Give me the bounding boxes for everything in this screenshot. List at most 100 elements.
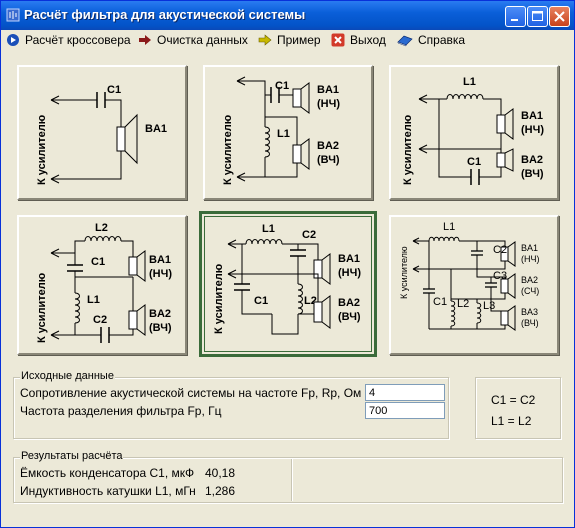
menu-help-label: Справка — [418, 32, 466, 47]
l1-label: L1 — [87, 294, 100, 306]
l1-label: L1 — [443, 221, 455, 233]
menu-example-label: Пример — [277, 32, 321, 47]
inductance-label: Индуктивность катушки L1, мГн — [20, 484, 196, 498]
resistance-input[interactable] — [365, 384, 445, 401]
ba1-label: BA1 — [145, 123, 167, 135]
minimize-icon — [511, 19, 518, 21]
c1-label: C1 — [433, 296, 447, 308]
inductance-value: 1,286 — [205, 484, 236, 498]
capacitance-label: Ёмкость конденсатора C1, мкФ — [20, 466, 195, 480]
menu-clear[interactable]: Очистка данных — [138, 31, 248, 48]
input-group: Исходные данные — [13, 370, 449, 439]
resistance-label: Сопротивление акустической системы на ча… — [20, 386, 362, 400]
schematic-drawing: К усилителю C1 BA1 (НЧ) L1 BA2 (ВЧ) — [222, 76, 340, 185]
l1-label: L1 — [262, 223, 275, 235]
amplifier-label: К усилителю — [402, 115, 414, 185]
maximize-button[interactable] — [527, 6, 548, 27]
schematic-drawing: К усилителю L1 BA1 (НЧ) C2 C3 — [399, 221, 540, 331]
help-book-icon — [397, 35, 413, 46]
results-group: Результаты расчёта — [13, 450, 563, 503]
l1-label: L1 — [463, 76, 476, 88]
capacitance-value: 40,18 — [205, 466, 236, 480]
ba1-sub-label: (НЧ) — [338, 267, 361, 279]
c2-label: C2 — [302, 229, 316, 241]
ba1-label: BA1 — [317, 84, 339, 96]
ba2-label: BA2 — [521, 275, 538, 285]
frequency-label: Частота разделения фильтра Fp, Гц — [20, 404, 222, 418]
schematic-three-way[interactable]: К усилителю L1 BA1 (НЧ) C2 C3 — [389, 215, 559, 355]
title-bar[interactable]: Расчёт фильтра для акустической системы — [1, 1, 574, 30]
schematic-first-order-two-way[interactable]: К усилителю C1 BA1 (НЧ) L1 BA2 (ВЧ) — [203, 65, 373, 200]
ba1-sub-label: (НЧ) — [521, 124, 544, 136]
c1-label: C1 — [275, 80, 289, 92]
schematic-second-stage-two-way[interactable]: К усилителю L1 BA1 (НЧ) C1 BA2 (ВЧ) — [389, 65, 559, 200]
ba1-label: BA1 — [338, 253, 360, 265]
ba2-sub-label: (ВЧ) — [521, 168, 544, 180]
minimize-button[interactable] — [505, 6, 526, 27]
l2-label: L2 — [457, 298, 469, 310]
equality-box — [475, 377, 561, 439]
input-group-title: Исходные данные — [20, 370, 115, 382]
inductor-equality: L1 = L2 — [491, 414, 532, 428]
menu-help[interactable]: Справка — [397, 31, 465, 48]
schematic-second-order-two-way[interactable]: К усилителю L2 C1 BA1 (НЧ) L1 C2 — [17, 215, 187, 355]
schematic-drawing: К усилителю L2 C1 BA1 (НЧ) L1 C2 — [36, 222, 172, 343]
ba2-label: BA2 — [149, 308, 171, 320]
ba3-label: BA3 — [521, 307, 538, 317]
menu-example[interactable]: Пример — [258, 31, 321, 48]
ba2-sub-label: (СЧ) — [521, 286, 539, 296]
c2-label: C2 — [93, 314, 107, 326]
ba3-sub-label: (ВЧ) — [521, 318, 539, 328]
c1-label: C1 — [254, 295, 268, 307]
amplifier-label: К усилителю — [222, 115, 234, 185]
menu-bar: Расчёт кроссовера Очистка данных Пример … — [1, 30, 574, 49]
menu-calculate-label: Расчёт кроссовера — [25, 32, 131, 47]
maximize-icon — [532, 11, 543, 21]
ba2-label: BA2 — [521, 154, 543, 166]
capacitor-equality: C1 = C2 — [491, 393, 536, 407]
c1-label: C1 — [467, 156, 481, 168]
menu-exit[interactable]: Выход — [331, 31, 386, 48]
results-group-title: Результаты расчёта — [20, 450, 124, 462]
c2-label: C2 — [493, 244, 507, 256]
results-divider — [291, 459, 293, 501]
frequency-input[interactable] — [365, 402, 445, 419]
ba1-label: BA1 — [149, 254, 171, 266]
close-icon — [554, 11, 565, 22]
arrow-right-icon — [139, 34, 151, 45]
schematic-drawing: К усилителю C1 BA1 — [36, 84, 167, 185]
play-icon — [7, 33, 19, 46]
amplifier-label: К усилителю — [36, 273, 48, 343]
schematic-second-order-selected[interactable]: К усилителю L1 C2 BA1 (НЧ) C1 — [199, 211, 377, 357]
ba2-sub-label: (ВЧ) — [338, 311, 361, 323]
ba2-sub-label: (ВЧ) — [317, 154, 340, 166]
amplifier-label: К усилителю — [213, 264, 225, 334]
amplifier-label: К усилителю — [399, 246, 409, 299]
c1-label: C1 — [107, 84, 121, 96]
l1-label: L1 — [277, 128, 290, 140]
l3-label: L3 — [483, 300, 495, 312]
ba2-label: BA2 — [317, 140, 339, 152]
window-title: Расчёт фильтра для акустической системы — [24, 7, 306, 22]
ba1-label: BA1 — [521, 110, 543, 122]
close-window-button[interactable] — [549, 6, 570, 27]
l2-label: L2 — [95, 222, 108, 234]
c1-label: C1 — [91, 256, 105, 268]
app-icon — [6, 8, 20, 22]
menu-exit-label: Выход — [350, 32, 386, 47]
ba1-sub-label: (НЧ) — [521, 254, 540, 264]
menu-calculate[interactable]: Расчёт кроссовера — [6, 31, 131, 48]
ba1-label: BA1 — [521, 243, 538, 253]
ba1-sub-label: (НЧ) — [149, 268, 172, 280]
arrow-right-icon — [258, 33, 272, 46]
ba1-sub-label: (НЧ) — [317, 98, 340, 110]
schematic-drawing: К усилителю L1 C2 BA1 (НЧ) C1 — [213, 223, 361, 335]
close-icon — [331, 33, 345, 46]
ba2-sub-label: (ВЧ) — [149, 322, 172, 334]
schematic-drawing: К усилителю L1 BA1 (НЧ) C1 BA2 (ВЧ) — [402, 76, 544, 185]
menu-clear-label: Очистка данных — [157, 32, 248, 47]
amplifier-label: К усилителю — [36, 115, 48, 185]
ba2-label: BA2 — [338, 297, 360, 309]
schematic-first-order-lowpass[interactable]: К усилителю C1 BA1 — [17, 65, 187, 200]
